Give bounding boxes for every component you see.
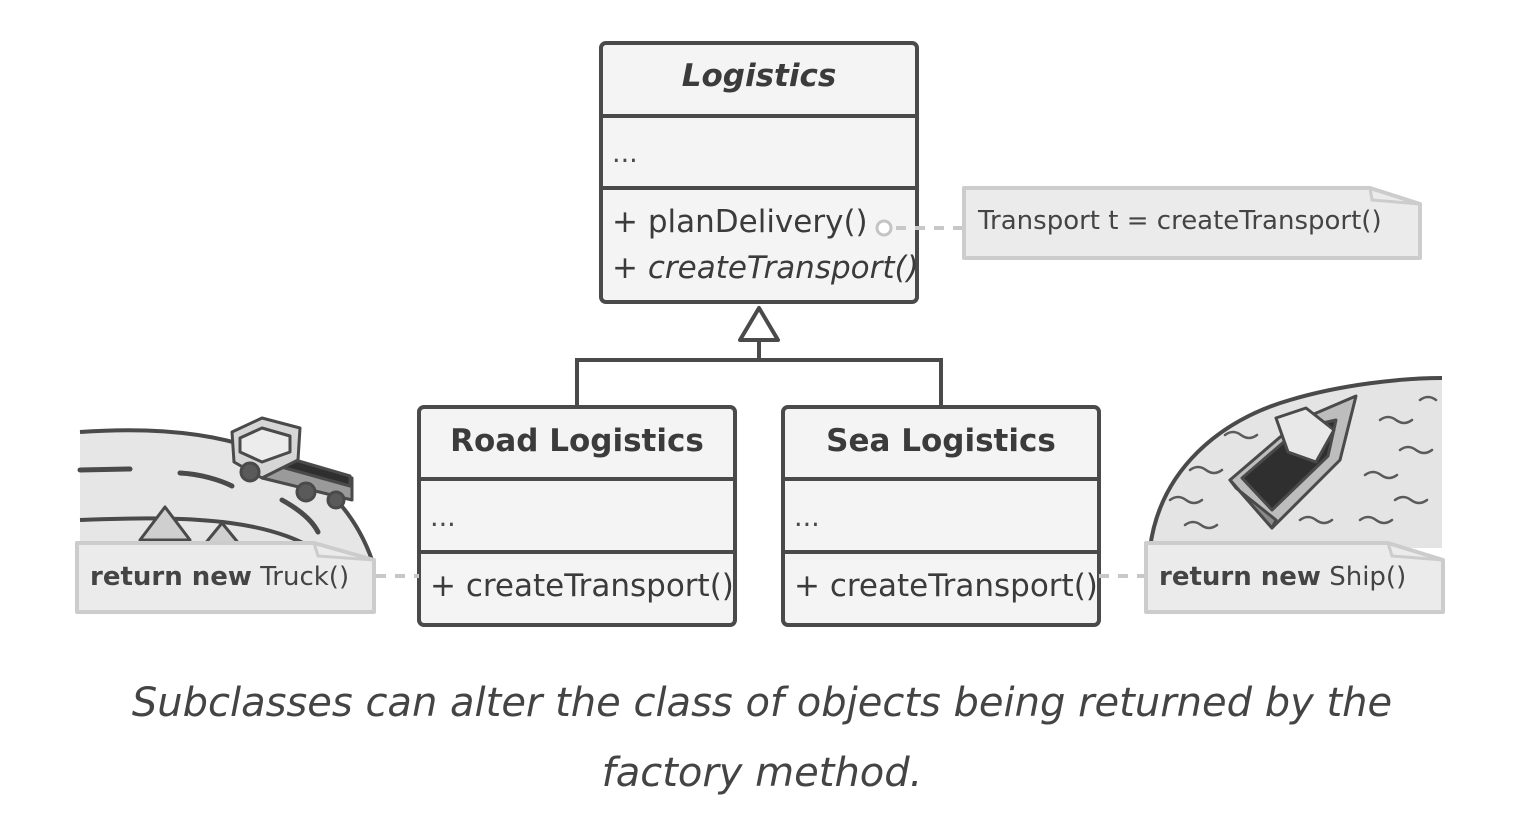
logistics-method-plan-delivery: + planDelivery() xyxy=(612,204,868,240)
note-anchor-dot xyxy=(875,219,893,237)
logistics-class-box xyxy=(599,41,919,304)
logistics-class-name: Logistics xyxy=(681,58,837,94)
truck-note-text: return new Truck() xyxy=(90,562,349,592)
truck-icon xyxy=(230,416,354,510)
ship-note xyxy=(1144,541,1445,614)
sea-logistics-fields: ... xyxy=(794,502,820,533)
ship-note-text: return new Ship() xyxy=(1159,562,1406,592)
figure-caption: Subclasses can alter the class of object… xyxy=(131,680,1393,796)
sea-logistics-class-name: Sea Logistics xyxy=(826,423,1056,459)
note-connectors xyxy=(376,226,1146,578)
sea-logistics-method: + createTransport() xyxy=(794,568,1098,604)
sea-logistics-class-box xyxy=(781,405,1101,627)
truck-note-keyword: return new xyxy=(90,562,252,592)
plan-delivery-note-text: Transport t = createTransport() xyxy=(978,206,1382,236)
inheritance-arrow xyxy=(575,306,943,406)
logistics-method-create-transport: + createTransport() xyxy=(612,250,919,286)
ship-icon xyxy=(1228,394,1358,530)
ship-note-expression: Ship() xyxy=(1320,562,1407,592)
truck-note-expression: Truck() xyxy=(251,562,350,592)
plan-delivery-note xyxy=(962,186,1422,260)
road-logistics-method: + createTransport() xyxy=(430,568,734,604)
logistics-fields: ... xyxy=(612,138,638,169)
road-logistics-class-name: Road Logistics xyxy=(450,423,704,459)
road-logistics-fields: ... xyxy=(430,502,456,533)
road-logistics-class-box xyxy=(417,405,737,627)
ship-note-keyword: return new xyxy=(1159,562,1321,592)
truck-note xyxy=(75,541,376,614)
